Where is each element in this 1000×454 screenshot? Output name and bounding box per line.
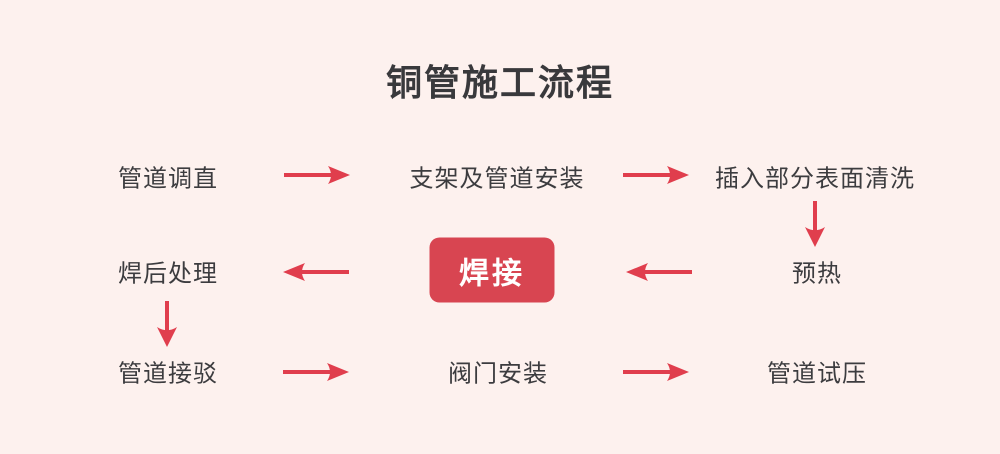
step-welding-highlight-box: 焊接 <box>429 237 555 303</box>
arrow-right-icon <box>623 363 689 381</box>
arrow-down-icon <box>805 201 825 247</box>
page-title: 铜管施工流程 <box>385 62 615 103</box>
arrow-down-icon <box>157 301 177 347</box>
step-insert-surface-cleaning: 插入部分表面清洗 <box>715 165 915 193</box>
step-pipe-connection: 管道接驳 <box>118 360 218 388</box>
step-pipe-pressure-test: 管道试压 <box>767 360 867 388</box>
arrow-left-icon <box>626 263 692 281</box>
arrow-right-icon <box>623 166 689 184</box>
arrow-right-icon <box>283 363 349 381</box>
step-valve-installation: 阀门安装 <box>448 360 548 388</box>
step-pipe-straightening: 管道调直 <box>118 165 218 193</box>
arrow-left-icon <box>283 263 349 281</box>
step-post-weld-treatment: 焊后处理 <box>118 260 218 288</box>
step-preheating: 预热 <box>792 260 842 288</box>
arrow-right-icon <box>284 166 350 184</box>
step-bracket-pipe-install: 支架及管道安装 <box>409 165 585 193</box>
